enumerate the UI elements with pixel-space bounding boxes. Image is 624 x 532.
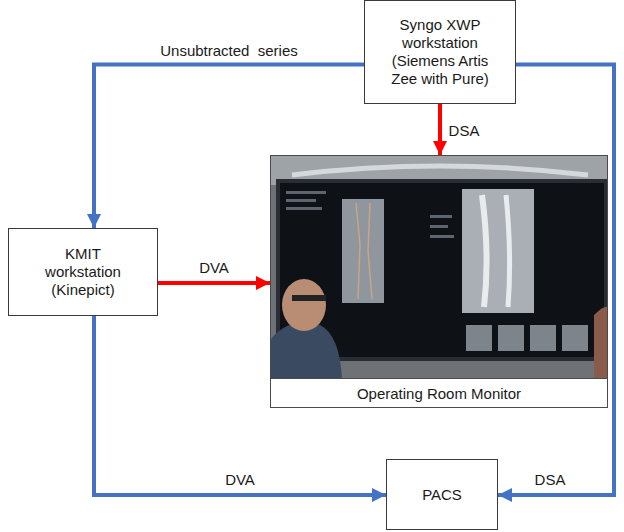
screen-text-line: [430, 215, 452, 218]
vessel-trace: [368, 203, 372, 299]
bone-shape: [482, 195, 487, 307]
edge-label: Unsubtracted series: [160, 42, 298, 59]
vessel-trace: [356, 203, 360, 299]
node-label: KMIT workstation (Kinepict): [37, 245, 129, 299]
thumbnail: [498, 325, 524, 351]
person-head: [282, 279, 326, 331]
workstation-box: KMIT workstation (Kinepict): [8, 228, 158, 316]
ceiling-rail: [292, 166, 588, 175]
screen-text-line: [430, 225, 448, 228]
glasses: [292, 295, 326, 301]
room-background: [270, 155, 608, 408]
screen-text-line: [430, 235, 454, 238]
node-label: Syngo XWP workstation (Siemens Artis Zee…: [384, 16, 496, 88]
screen-text-line: [286, 207, 322, 210]
edge-label: DVA: [225, 471, 255, 488]
thumbnail: [562, 325, 588, 351]
edge-label: DSA: [535, 471, 566, 488]
flow-arrow: [158, 281, 270, 285]
caption-bar: Operating Room Monitor: [271, 378, 607, 407]
bone-shape: [506, 195, 510, 307]
monitor-photo-frame: Operating Room Monitor: [270, 155, 608, 408]
thumbnail: [466, 325, 492, 351]
flow-arrow: [438, 104, 442, 155]
flow-arrow: [498, 64, 614, 495]
flow-arrow: [94, 64, 364, 228]
screen-text-line: [286, 199, 316, 202]
screen-text-line: [286, 191, 326, 194]
workstation-box: Syngo XWP workstation (Siemens Artis Zee…: [364, 0, 516, 104]
angiogram-left: [342, 199, 384, 303]
archive-box: PACS: [386, 459, 498, 530]
node-caption: Operating Room Monitor: [357, 385, 521, 402]
edge-label: DSA: [449, 121, 480, 138]
monitor-screen: [280, 183, 604, 357]
edge-label: DVA: [199, 259, 229, 276]
angiogram-right: [462, 189, 534, 313]
thumbnail: [530, 325, 556, 351]
node-label: PACS: [422, 486, 462, 504]
person-right: [594, 307, 608, 380]
operating-room-photo: [270, 155, 608, 408]
